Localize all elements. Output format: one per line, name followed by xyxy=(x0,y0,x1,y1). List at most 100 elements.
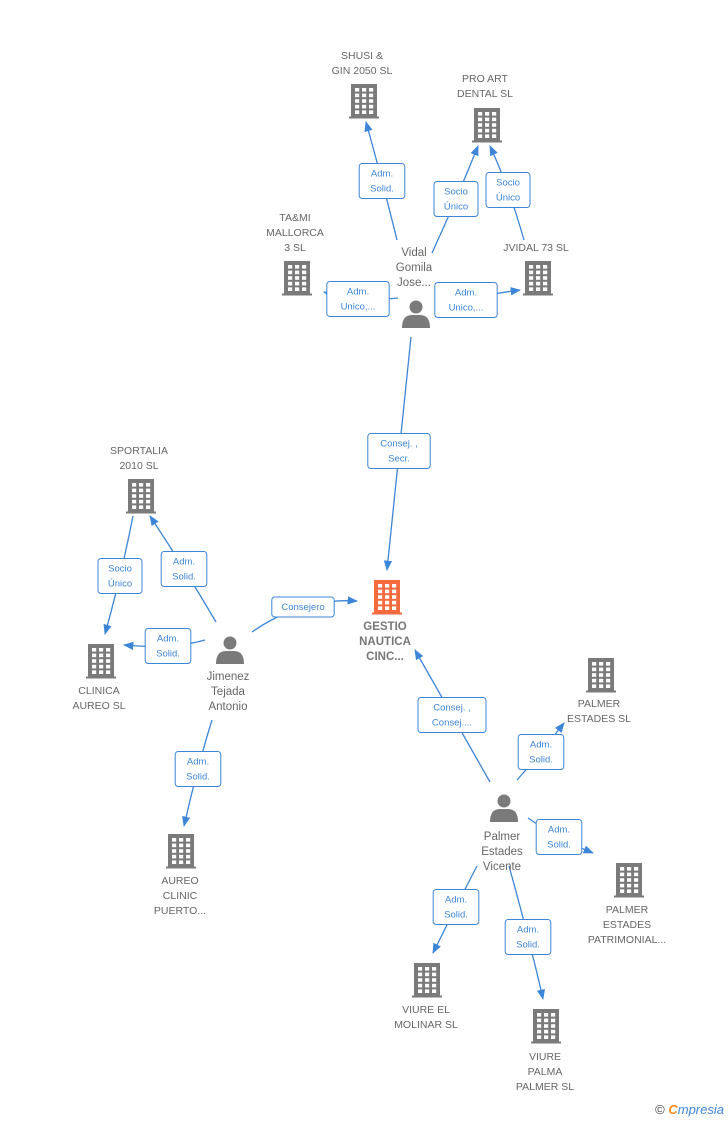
company-node-shusi[interactable]: SHUSI & GIN 2050 SL xyxy=(332,50,393,119)
relation-label-text: Socio xyxy=(496,178,520,189)
relation-label-box xyxy=(358,163,406,199)
node-label: AUREO SL xyxy=(72,700,125,712)
node-label: Jose... xyxy=(397,277,431,289)
building-icon xyxy=(282,261,312,296)
relation-label-text: Adm. xyxy=(173,557,195,568)
node-label: SPORTALIA xyxy=(110,445,168,457)
relation-label-box xyxy=(144,628,192,664)
relation-label-text: Consej. , xyxy=(433,703,471,714)
node-label: PRO ART xyxy=(462,73,508,85)
node-label: MALLORCA xyxy=(266,227,324,239)
company-node-palmer_patr[interactable]: PALMERESTADESPATRIMONIAL... xyxy=(588,863,666,946)
relation-label-text: Adm. xyxy=(445,895,467,906)
relation-label[interactable]: Adm.Solid. xyxy=(432,889,480,925)
node-label: VIURE xyxy=(529,1051,561,1063)
relation-label-box xyxy=(517,734,565,770)
building-icon xyxy=(472,108,502,143)
relation-label[interactable]: Consej. ,Consej.... xyxy=(417,697,487,733)
relation-label[interactable]: Adm. Unico,... xyxy=(326,281,390,317)
relation-labels-layer: Adm.Solid.SocioÚnicoSocioÚnicoAdm.Unico,… xyxy=(97,163,583,955)
node-label: ESTADES xyxy=(603,919,651,931)
node-label: GESTIO xyxy=(363,621,407,633)
copyright-icon: © xyxy=(655,1102,665,1117)
company-node-sportalia[interactable]: SPORTALIA 2010 SL xyxy=(110,445,168,514)
relation-label[interactable]: Adm. Solid. xyxy=(160,551,208,587)
relation-label-text: Solid. xyxy=(172,572,196,583)
relation-label-text: Unico,... xyxy=(341,302,376,313)
relation-label[interactable]: Adm. Solid. xyxy=(358,163,406,199)
company-node-gestio[interactable]: GESTIO NAUTICA CINC... xyxy=(359,580,411,663)
relation-label[interactable]: Adm. Solid. xyxy=(504,919,552,955)
footer-brand: © Cmpresia xyxy=(655,1102,724,1117)
relation-label-text: Secr. xyxy=(388,454,410,465)
node-label: VIURE EL xyxy=(402,1004,450,1016)
person-icon xyxy=(216,636,244,664)
relation-label[interactable]: Adm.Solid. xyxy=(535,819,583,855)
relation-label-text: Único xyxy=(108,579,132,590)
building-icon xyxy=(614,863,644,898)
relation-label[interactable]: Consej. ,Secr. xyxy=(367,433,431,469)
brand-name: mpresia xyxy=(677,1102,724,1117)
relation-label-text: Adm. xyxy=(157,634,179,645)
node-label: CINC... xyxy=(366,651,404,663)
building-icon xyxy=(166,834,196,869)
relation-label-text: Socio xyxy=(108,564,132,575)
relation-label-box xyxy=(174,751,222,787)
relation-label[interactable]: Adm.Solid. xyxy=(517,734,565,770)
relation-label-box xyxy=(434,282,498,318)
node-label: MOLINAR SL xyxy=(394,1019,458,1031)
node-label: CLINIC xyxy=(163,890,198,902)
node-label: Palmer xyxy=(484,831,521,843)
node-label: GIN 2050 SL xyxy=(332,65,393,77)
node-label: DENTAL SL xyxy=(457,88,513,100)
relation-label-text: Adm. xyxy=(548,825,570,836)
company-node-proart[interactable]: PRO ART DENTAL SL xyxy=(457,73,513,143)
node-label: 2010 SL xyxy=(119,460,158,472)
relation-label[interactable]: Consejero xyxy=(271,596,335,618)
relation-label-box xyxy=(326,281,390,317)
node-label: Tejada xyxy=(211,686,245,698)
company-node-aureo[interactable]: AUREOCLINICPUERTO... xyxy=(154,834,206,917)
nodes-layer: GESTIO NAUTICA CINC... SHUSI & GIN 2050 SL PR… xyxy=(72,50,666,1093)
node-label: NAUTICA xyxy=(359,636,411,648)
relation-label[interactable]: Adm.Solid. xyxy=(144,628,192,664)
relation-label-text: Solid. xyxy=(186,772,210,783)
building-icon xyxy=(412,963,442,998)
relation-label[interactable]: Adm.Unico,... xyxy=(434,282,498,318)
relation-label-box xyxy=(97,558,143,594)
relation-label-box xyxy=(417,697,487,733)
node-label: PALMER xyxy=(606,904,649,916)
person-node-vidal[interactable]: VidalGomilaJose... xyxy=(396,247,433,328)
relation-label-text: Adm. xyxy=(517,925,539,936)
relation-label-text: Adm. xyxy=(347,287,369,298)
company-node-viure_molinar[interactable]: VIURE EL MOLINAR SL xyxy=(394,963,458,1031)
building-icon xyxy=(126,479,156,514)
relation-label-text: Solid. xyxy=(370,184,394,195)
relation-label-text: Unico,... xyxy=(449,303,484,314)
building-icon xyxy=(523,261,553,296)
relation-label-text: Solid. xyxy=(516,940,540,951)
node-label: ESTADES SL xyxy=(567,713,631,725)
node-label: TA&MI xyxy=(279,212,310,224)
relation-label-box xyxy=(485,172,531,208)
node-label: Vicente xyxy=(483,861,521,873)
relation-label-text: Adm. xyxy=(371,169,393,180)
node-label: SHUSI & xyxy=(341,50,383,62)
relation-label-box xyxy=(432,889,480,925)
building-icon xyxy=(349,84,379,119)
company-node-jvidal[interactable]: JVIDAL 73 SL xyxy=(503,242,569,296)
relation-label[interactable]: Adm.Solid. xyxy=(174,751,222,787)
person-icon xyxy=(402,300,430,328)
node-label: Jimenez xyxy=(207,671,250,683)
building-icon xyxy=(86,644,116,679)
